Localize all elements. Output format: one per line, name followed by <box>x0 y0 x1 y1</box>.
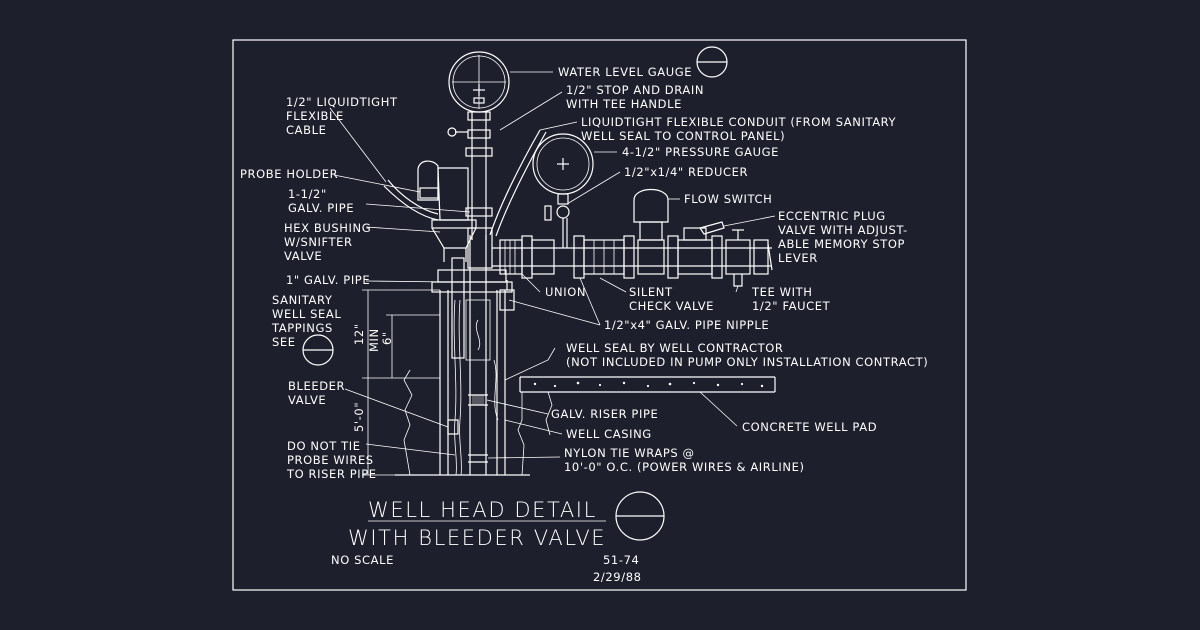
bleeder-valve-body <box>447 419 459 435</box>
liquidtight-conduit <box>489 129 547 237</box>
flow-switch <box>633 188 669 275</box>
label-sanitary-line4: SEE <box>272 335 296 349</box>
label-pressure-gauge: 4-1/2" PRESSURE GAUGE <box>622 145 779 159</box>
label-check-line1: SILENT <box>629 285 673 299</box>
section-marker-left <box>302 334 334 366</box>
label-well-seal-line2: (NOT INCLUDED IN PUMP ONLY INSTALLATION … <box>566 355 928 369</box>
dim-12in: 12" <box>352 323 366 345</box>
label-bleeder-line1: BLEEDER <box>288 379 345 393</box>
label-hex-line2: W/SNIFTER <box>284 235 353 249</box>
well-casing <box>431 269 513 475</box>
drawing-date: 2/29/88 <box>593 570 642 584</box>
label-riser-pipe: GALV. RISER PIPE <box>551 407 658 421</box>
leader-lines <box>329 71 776 459</box>
concrete-well-pad <box>395 369 776 476</box>
label-nylon-line1: NYLON TIE WRAPS @ <box>564 446 695 460</box>
label-tee-line1: TEE WITH <box>751 285 812 299</box>
label-sanitary-line3: TAPPINGS <box>271 321 333 335</box>
label-conduit-line1: LIQUIDTIGHT FLEXIBLE CONDUIT (FROM SANIT… <box>581 115 897 129</box>
1in-galv-pipe <box>451 257 465 359</box>
label-stop-drain-line1: 1/2" STOP AND DRAIN <box>566 83 704 97</box>
label-tee-line2: 1/2" FAUCET <box>752 299 831 313</box>
dim-min: MIN <box>367 328 381 352</box>
horizontal-discharge-pipe <box>492 247 772 267</box>
label-eccentric-line1: ECCENTRIC PLUG <box>778 209 886 223</box>
label-well-seal-line1: WELL SEAL BY WELL CONTRACTOR <box>566 341 783 355</box>
label-pipe-nipple: 1/2"x4" GALV. PIPE NIPPLE <box>604 318 769 332</box>
label-well-casing: WELL CASING <box>566 427 652 441</box>
label-galv-line1: 1-1/2" <box>288 187 327 201</box>
label-sanitary-line2: WELL SEAL <box>272 307 341 321</box>
eccentric-plug-valve <box>667 221 725 279</box>
label-eccentric-line3: ABLE MEMORY STOP <box>778 237 905 251</box>
liquidtight-cable <box>383 179 439 221</box>
pipe-nipple-support <box>499 280 515 311</box>
label-1in-galv: 1" GALV. PIPE <box>286 273 370 287</box>
label-donot-line1: DO NOT TIE <box>287 439 361 453</box>
silent-check-valve <box>573 235 635 279</box>
label-check-line2: CHECK VALVE <box>629 299 714 313</box>
label-cable-line3: CABLE <box>286 123 326 137</box>
title-line2: WITH BLEEDER VALVE <box>348 526 606 550</box>
dimension-lines <box>362 289 440 476</box>
label-eccentric-line2: VALVE WITH ADJUST- <box>778 223 908 237</box>
label-conduit-line2: WELL SEAL TO CONTROL PANEL) <box>581 129 785 143</box>
label-reducer: 1/2"x1/4" REDUCER <box>624 165 748 179</box>
probe-wires <box>453 299 499 476</box>
label-bleeder-line2: VALVE <box>288 393 326 407</box>
scale-note: NO SCALE <box>331 553 394 567</box>
label-probe-holder: PROBE HOLDER <box>240 167 338 181</box>
label-donot-line3: TO RISER PIPE <box>286 467 377 481</box>
section-marker-title <box>615 491 665 541</box>
vertical-standpipe <box>447 111 493 240</box>
label-donot-line2: PROBE WIRES <box>287 453 374 467</box>
dim-6in: 6" <box>380 331 394 345</box>
label-cable-line1: 1/2" LIQUIDTIGHT <box>286 95 398 109</box>
section-marker-top <box>696 46 728 78</box>
pressure-gauge <box>532 133 594 248</box>
label-hex-line1: HEX BUSHING <box>284 221 371 235</box>
label-eccentric-line4: LEVER <box>778 251 818 265</box>
label-concrete-pad: CONCRETE WELL PAD <box>742 420 877 434</box>
label-galv-line2: GALV. PIPE <box>288 201 354 215</box>
label-water-level-gauge: WATER LEVEL GAUGE <box>558 65 692 79</box>
title-line1: WELL HEAD DETAIL <box>368 498 597 522</box>
label-flow-switch: FLOW SWITCH <box>684 192 772 206</box>
sheet-border <box>232 39 967 591</box>
drawing-number: 51-74 <box>603 553 639 567</box>
label-hex-line3: VALVE <box>284 249 322 263</box>
label-stop-drain-line2: WITH TEE HANDLE <box>566 97 682 111</box>
dim-5ft: 5'-0" <box>352 402 366 432</box>
label-cable-line2: FLEXIBLE <box>286 109 344 123</box>
tee-with-faucet <box>725 229 773 287</box>
label-union: UNION <box>545 285 586 299</box>
union <box>499 235 555 279</box>
label-nylon-line2: 10'-0" O.C. (POWER WIRES & AIRLINE) <box>564 460 805 474</box>
water-level-gauge <box>448 51 510 113</box>
probe-holder <box>417 160 477 262</box>
galv-riser-pipe <box>465 235 491 475</box>
label-sanitary-line1: SANITARY <box>272 293 333 307</box>
